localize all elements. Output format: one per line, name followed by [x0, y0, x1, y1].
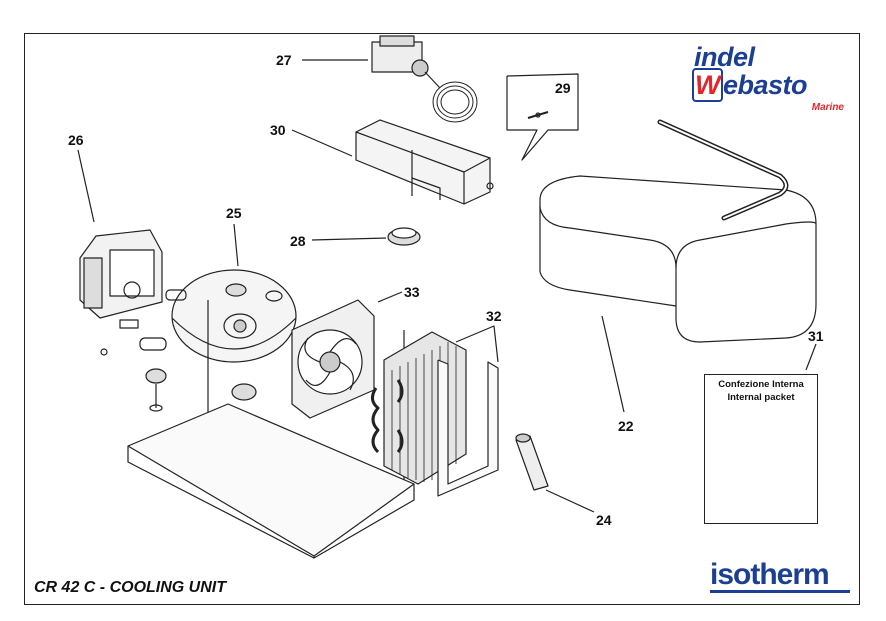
logo-isotherm-text: isotherm [710, 558, 830, 591]
callout-25: 25 [226, 205, 242, 221]
callout-30: 30 [270, 122, 286, 138]
grommet-part [387, 227, 421, 246]
condenser-part [371, 331, 467, 485]
fan-part [291, 299, 375, 419]
electronic-module-part [79, 229, 163, 356]
logo-w-mark: W [692, 68, 723, 102]
callout-28: 28 [290, 233, 306, 249]
callout-22: 22 [618, 418, 634, 434]
callout-32: 32 [486, 308, 502, 324]
callout-29: 29 [555, 80, 571, 96]
leader-28 [311, 237, 387, 241]
drawing-frame [24, 33, 860, 605]
callout-26: 26 [68, 132, 84, 148]
logo-marine-text: Marine [811, 102, 844, 113]
callout-27: 27 [276, 52, 292, 68]
condenser-bracket-part [437, 359, 499, 497]
leader-31 [805, 343, 817, 371]
leader-25 [233, 223, 239, 267]
leader-22 [601, 315, 625, 413]
thermostat-bracket-part [355, 119, 494, 205]
callout-24: 24 [596, 512, 612, 528]
packet-label-line2: Internal packet [727, 392, 795, 403]
callout-33: 33 [404, 284, 420, 300]
leader-26 [77, 149, 95, 223]
compressor-part [139, 269, 297, 412]
leader-30 [291, 129, 353, 157]
evaporator-part [539, 119, 817, 343]
packet-label-line1: Confezione Interna [718, 379, 804, 390]
thermostat-part [371, 35, 478, 123]
leader-33 [377, 291, 403, 303]
logo-webasto-rest: ebasto [722, 70, 808, 100]
leader-32 [455, 325, 499, 363]
leader-24 [545, 489, 595, 513]
callout-31: 31 [808, 328, 824, 344]
isotherm-logo: isotherm [710, 558, 850, 593]
drawing-title: CR 42 C - COOLING UNIT [34, 579, 227, 596]
internal-packet-box: Confezione Interna Internal packet [704, 374, 818, 524]
fuse-callout-bubble [506, 73, 579, 161]
logo-isotherm-underline [710, 590, 850, 593]
logo-indel-text: indel [694, 42, 755, 72]
drier-filter-part [515, 433, 549, 491]
